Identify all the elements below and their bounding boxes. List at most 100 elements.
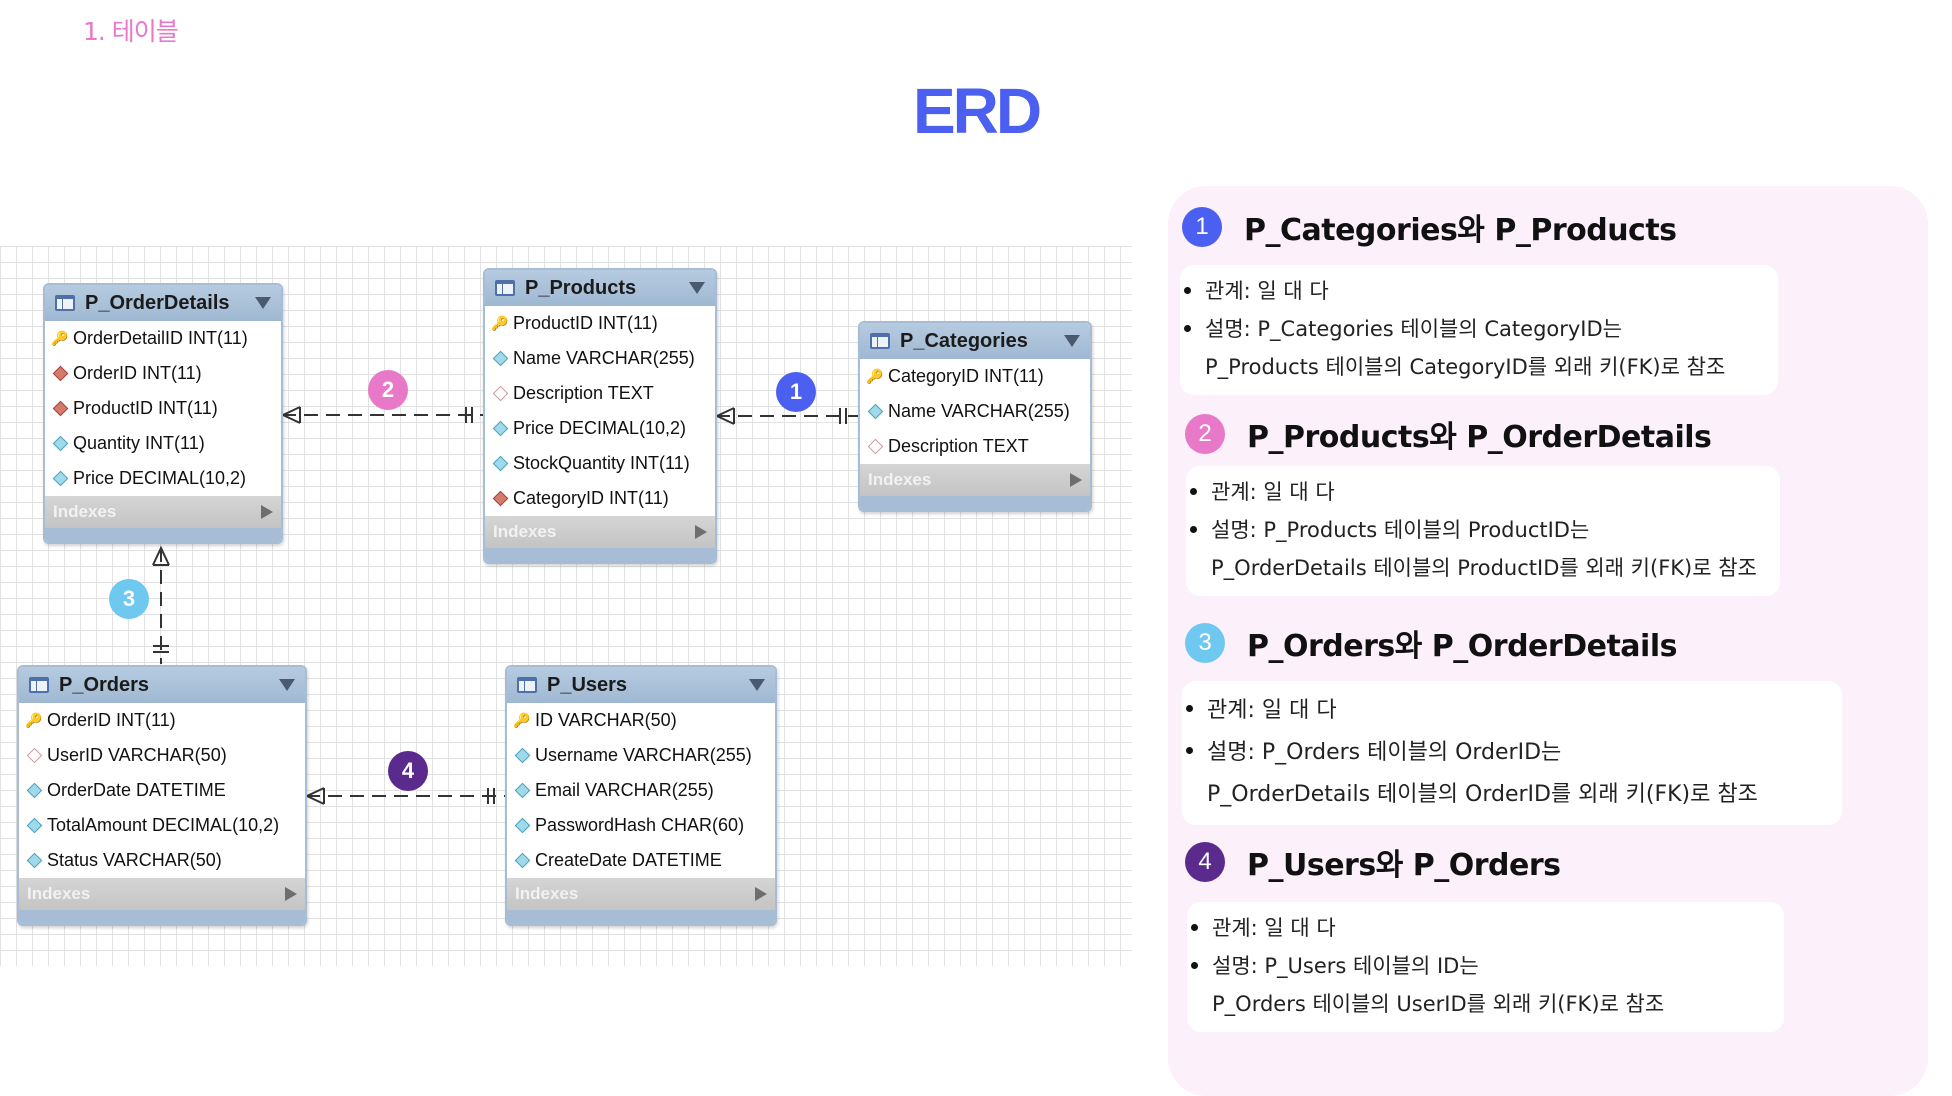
relation-number-badge: 1 bbox=[1182, 207, 1222, 247]
indexes-row[interactable]: Indexes bbox=[45, 496, 281, 528]
bullet-icon bbox=[1191, 923, 1198, 931]
relation-desc: 설명: P_Orders 테이블의 OrderID는 bbox=[1207, 740, 1562, 765]
page-title: ERD bbox=[912, 75, 1042, 147]
collapse-arrow-icon[interactable] bbox=[255, 297, 271, 309]
section-label: 1. 테이블 bbox=[83, 17, 179, 46]
column-label: UserID VARCHAR(50) bbox=[47, 745, 227, 765]
column-row: Status VARCHAR(50) bbox=[19, 843, 305, 878]
column-label: PasswordHash CHAR(60) bbox=[535, 815, 745, 835]
indexes-row[interactable]: Indexes bbox=[507, 878, 775, 910]
relation-heading-1: 1 P_Categories와 P_Products bbox=[1182, 205, 1677, 249]
table-p-users[interactable]: P_Users 🔑ID VARCHAR(50) Username VARCHAR… bbox=[505, 665, 777, 926]
column-label: Description TEXT bbox=[513, 383, 654, 403]
collapse-arrow-icon[interactable] bbox=[1064, 335, 1080, 347]
expand-arrow-icon[interactable] bbox=[261, 505, 273, 519]
not-null-column-icon bbox=[27, 819, 41, 833]
relation-desc: 설명: P_Users 테이블의 ID는 bbox=[1212, 954, 1479, 978]
primary-key-icon: 🔑 bbox=[513, 712, 531, 728]
relation-badge-2: 2 bbox=[368, 370, 408, 410]
relation-title: P_Orders와 P_OrderDetails bbox=[1247, 629, 1677, 664]
table-footer bbox=[485, 548, 715, 562]
foreign-key-icon bbox=[53, 367, 67, 381]
relation-number-badge: 2 bbox=[1185, 414, 1225, 454]
column-row: CategoryID INT(11) bbox=[485, 481, 715, 516]
table-icon bbox=[517, 677, 537, 693]
table-header[interactable]: P_Orders bbox=[19, 667, 305, 703]
table-footer bbox=[507, 910, 775, 924]
relation-desc: 설명: P_Categories 테이블의 CategoryID는 bbox=[1205, 317, 1622, 341]
table-p-products[interactable]: P_Products 🔑ProductID INT(11) Name VARCH… bbox=[483, 268, 717, 564]
column-label: Description TEXT bbox=[888, 436, 1029, 456]
column-label: OrderID INT(11) bbox=[73, 363, 202, 383]
table-p-orderdetails[interactable]: P_OrderDetails 🔑OrderDetailID INT(11) Or… bbox=[43, 283, 283, 544]
column-row: Quantity INT(11) bbox=[45, 426, 281, 461]
table-name: P_Orders bbox=[59, 673, 150, 696]
relation-card-1: 관계: 일 대 다 설명: P_Categories 테이블의 Category… bbox=[1180, 265, 1778, 395]
table-header[interactable]: P_Products bbox=[485, 270, 715, 306]
column-row: 🔑OrderDetailID INT(11) bbox=[45, 321, 281, 356]
not-null-column-icon bbox=[53, 472, 67, 486]
not-null-column-icon bbox=[493, 422, 507, 436]
column-row: 🔑ProductID INT(11) bbox=[485, 306, 715, 341]
relation-badge-1: 1 bbox=[776, 372, 816, 412]
collapse-arrow-icon[interactable] bbox=[689, 282, 705, 294]
table-footer bbox=[860, 496, 1090, 510]
column-row: ProductID INT(11) bbox=[45, 391, 281, 426]
nullable-column-icon bbox=[493, 387, 507, 401]
indexes-label: Indexes bbox=[868, 470, 932, 489]
relation-type: 관계: 일 대 다 bbox=[1212, 916, 1336, 940]
relation-type: 관계: 일 대 다 bbox=[1211, 480, 1335, 504]
collapse-arrow-icon[interactable] bbox=[749, 679, 765, 691]
table-icon bbox=[870, 333, 890, 349]
not-null-column-icon bbox=[493, 457, 507, 471]
column-row: OrderDate DATETIME bbox=[19, 773, 305, 808]
table-header[interactable]: P_Users bbox=[507, 667, 775, 703]
column-label: ProductID INT(11) bbox=[73, 398, 218, 418]
relation-type: 관계: 일 대 다 bbox=[1205, 279, 1329, 303]
relation-heading-2: 2 P_Products와 P_OrderDetails bbox=[1185, 412, 1712, 456]
column-label: Name VARCHAR(255) bbox=[513, 348, 695, 368]
indexes-row[interactable]: Indexes bbox=[485, 516, 715, 548]
relation-type: 관계: 일 대 다 bbox=[1207, 698, 1337, 723]
primary-key-icon: 🔑 bbox=[491, 315, 509, 331]
many-crowfoot-2 bbox=[280, 406, 301, 424]
column-label: Status VARCHAR(50) bbox=[47, 850, 222, 870]
column-label: ID VARCHAR(50) bbox=[535, 710, 677, 730]
column-label: ProductID INT(11) bbox=[513, 313, 658, 333]
bullet-icon bbox=[1184, 324, 1191, 332]
table-p-categories[interactable]: P_Categories 🔑CategoryID INT(11) Name VA… bbox=[858, 321, 1092, 512]
relation-desc-cont: P_OrderDetails 테이블의 ProductID를 외래 키(FK)로… bbox=[1211, 556, 1757, 580]
relation-title: P_Categories와 P_Products bbox=[1244, 213, 1677, 248]
expand-arrow-icon[interactable] bbox=[1070, 473, 1082, 487]
column-row: Price DECIMAL(10,2) bbox=[485, 411, 715, 446]
expand-arrow-icon[interactable] bbox=[695, 525, 707, 539]
table-name: P_Users bbox=[547, 673, 628, 696]
column-label: Price DECIMAL(10,2) bbox=[513, 418, 687, 438]
relation-desc-cont: P_Products 테이블의 CategoryID를 외래 키(FK)로 참조 bbox=[1205, 355, 1726, 379]
relation-heading-3: 3 P_Orders와 P_OrderDetails bbox=[1185, 621, 1677, 665]
expand-arrow-icon[interactable] bbox=[755, 887, 767, 901]
indexes-row[interactable]: Indexes bbox=[860, 464, 1090, 496]
relation-title: P_Products와 P_OrderDetails bbox=[1247, 420, 1712, 455]
column-row: OrderID INT(11) bbox=[45, 356, 281, 391]
indexes-row[interactable]: Indexes bbox=[19, 878, 305, 910]
many-crowfoot-3 bbox=[152, 545, 170, 566]
nullable-column-icon bbox=[27, 749, 41, 763]
table-header[interactable]: P_OrderDetails bbox=[45, 285, 281, 321]
expand-arrow-icon[interactable] bbox=[285, 887, 297, 901]
collapse-arrow-icon[interactable] bbox=[279, 679, 295, 691]
column-label: Email VARCHAR(255) bbox=[535, 780, 714, 800]
table-icon bbox=[55, 295, 75, 311]
table-icon bbox=[495, 280, 515, 296]
relation-card-3: 관계: 일 대 다 설명: P_Orders 테이블의 OrderID는 P_O… bbox=[1182, 681, 1842, 825]
column-label: TotalAmount DECIMAL(10,2) bbox=[47, 815, 280, 835]
table-name: P_Categories bbox=[900, 329, 1028, 352]
column-row: 🔑CategoryID INT(11) bbox=[860, 359, 1090, 394]
column-row: 🔑ID VARCHAR(50) bbox=[507, 703, 775, 738]
indexes-label: Indexes bbox=[493, 522, 557, 541]
table-header[interactable]: P_Categories bbox=[860, 323, 1090, 359]
column-row: UserID VARCHAR(50) bbox=[19, 738, 305, 773]
relation-card-4: 관계: 일 대 다 설명: P_Users 테이블의 ID는 P_Orders … bbox=[1187, 902, 1784, 1032]
table-p-orders[interactable]: P_Orders 🔑OrderID INT(11) UserID VARCHAR… bbox=[17, 665, 307, 926]
column-label: CategoryID INT(11) bbox=[888, 366, 1044, 386]
